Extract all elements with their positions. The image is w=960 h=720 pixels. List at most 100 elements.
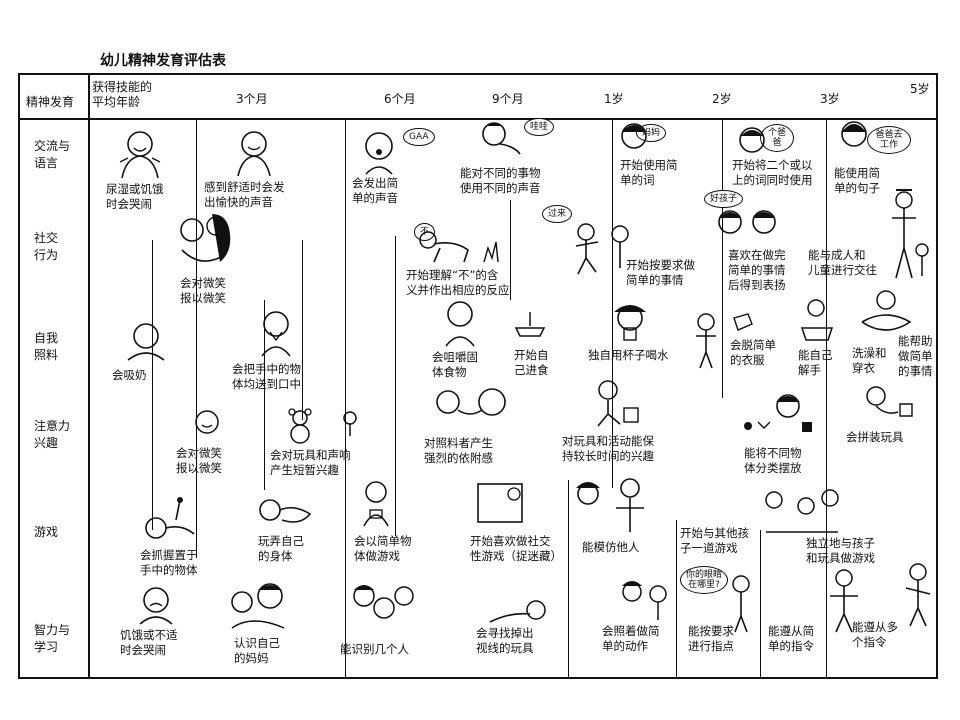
age-5y: 5岁 [910, 82, 930, 96]
boy-words-illustration [736, 124, 768, 158]
imitation-illustration [572, 478, 648, 538]
multi-instruction-illustration [900, 562, 936, 628]
adult-child-illustration [884, 188, 932, 284]
praised-children-illustration [716, 206, 786, 240]
caption-self-feed: 开始自己进食 [514, 348, 549, 377]
age-3y: 3岁 [820, 92, 840, 106]
age-2y: 2岁 [712, 92, 732, 106]
caption-simple-sounds: 会发出简单的声音 [352, 176, 398, 205]
caption-brief-interest: 会对玩具和声响产生短暂兴趣 [270, 448, 351, 477]
potty-illustration [796, 298, 840, 342]
caption-search-toy: 会寻找掉出视线的玩具 [476, 626, 534, 655]
bathing-illustration [856, 288, 916, 338]
cup-drinking-illustration [610, 304, 650, 348]
undressing-illustration [690, 310, 756, 370]
speech-bubble: 过来 [542, 205, 573, 223]
chart-frame [18, 73, 938, 679]
range-line [395, 236, 396, 536]
caption-likes-praise: 喜欢在做完简单的事情后得到表扬 [728, 248, 786, 292]
chewing-baby-illustration [440, 298, 480, 347]
age-header-first: 获得技能的平均年龄 [92, 80, 153, 109]
caption-sorting: 能将不同物体分类摆放 [744, 446, 802, 475]
caption-undress: 会脱简单的衣服 [730, 338, 776, 367]
caption-cup-drinking: 独自用杯子喝水 [588, 348, 669, 362]
caption-chew-solids: 会咀嚼固体食物 [432, 350, 478, 379]
caption-understand-no: 开始理解“不”的含义并作出相应的反应 [406, 268, 510, 297]
range-line [676, 520, 677, 679]
row-label-attention: 注意力兴趣 [34, 419, 71, 450]
caption-helps-chores: 能帮助做简单的事情 [898, 334, 933, 378]
caption-follow-requests: 开始按要求做简单的事情 [626, 258, 695, 287]
range-line [760, 530, 761, 679]
speech-bubble: 哇哇 [524, 118, 555, 136]
range-line [196, 118, 197, 558]
speech-bubble: 好孩子 [704, 190, 744, 208]
speech-bubble: 个爸爸 [760, 124, 794, 152]
row-label-selfcare: 自我照料 [34, 331, 59, 362]
group-play-illustration [762, 486, 842, 536]
caption-hunger-cry: 饥饿或不适时会哭闹 [120, 628, 178, 657]
header-label: 精神发育 [26, 95, 75, 109]
toy-play-illustration [588, 378, 642, 428]
crying-baby-illustration [118, 128, 162, 180]
speech-bubble: 你的眼睛在哪里? [680, 566, 728, 594]
mother-recognition-illustration [228, 582, 288, 630]
toddler-talking-illustration [476, 120, 526, 160]
caption-object-play: 会以简单物体做游戏 [354, 534, 412, 563]
age-1y: 1岁 [604, 92, 624, 106]
caption-imitation: 能模仿他人 [582, 540, 640, 554]
caption-suckling: 会吸奶 [112, 368, 147, 382]
caption-know-mother: 认识自己的妈妈 [234, 636, 280, 665]
babbling-baby-illustration [362, 130, 396, 175]
speech-bubble: GAA [403, 128, 435, 146]
range-line [612, 118, 613, 488]
caption-hand-to-mouth: 会把手中的物体均送到口中 [232, 362, 301, 391]
caption-cry-wet: 尿湿或饥饿时会哭闹 [106, 182, 164, 211]
caption-first-words: 开始使用简单的词 [620, 158, 678, 187]
baby-mouthing-illustration [258, 308, 294, 357]
caption-sustained-interest: 对玩具和活动能保持较长时间的兴趣 [562, 434, 654, 463]
range-line [302, 240, 303, 420]
walking-toddler-illustration [568, 222, 632, 276]
hungry-baby-illustration [136, 584, 176, 625]
sorting-objects-illustration [740, 392, 820, 438]
girl-sentence-illustration [838, 118, 870, 152]
grasping-baby-illustration [140, 494, 200, 544]
range-line [345, 118, 346, 679]
object-play-illustration [358, 480, 394, 527]
caption-pointing: 能按要求进行指点 [688, 624, 734, 653]
girl-first-words-illustration [618, 120, 652, 156]
pointing-child-illustration [726, 574, 756, 634]
age-3m: 3个月 [236, 92, 268, 106]
age-9m: 9个月 [492, 92, 524, 106]
searching-baby-illustration [486, 596, 546, 630]
row-label-learning: 智力与学习 [34, 623, 71, 654]
caption-attention-smile: 会对微笑报以微笑 [176, 446, 222, 475]
range-line [722, 118, 723, 398]
peekaboo-box-icon [474, 480, 526, 526]
caption-simple-instruction: 能遵从简单的指令 [768, 624, 814, 653]
attachment-illustration [430, 386, 510, 432]
caption-toileting: 能自己解手 [798, 348, 833, 377]
caption-interacts-others: 能与成人和儿童进行交往 [808, 248, 877, 277]
rattle-icon [338, 410, 362, 438]
page-title: 幼儿精神发育评估表 [100, 53, 226, 69]
caption-social-smile: 会对微笑报以微笑 [180, 276, 226, 305]
row-label-social: 社交行为 [34, 231, 59, 262]
caption-independent-play: 独立地与孩子和玩具做游戏 [806, 536, 875, 565]
range-line [264, 300, 265, 490]
puzzle-toy-illustration [862, 384, 916, 426]
caption-attachment: 对照料者产生强烈的依附感 [424, 436, 493, 465]
caption-play-together: 开始与其他孩子一道游戏 [680, 526, 749, 555]
caption-social-games: 开始喜欢做社交性游戏（捉迷藏） [470, 534, 562, 563]
header-divider [18, 118, 938, 120]
caption-puzzle: 会拼装玩具 [846, 430, 904, 444]
label-column-divider [88, 73, 90, 679]
caption-bath-dress: 洗澡和穿衣 [852, 346, 887, 375]
caption-different-sounds: 能对不同的事物使用不同的声音 [460, 166, 541, 195]
caption-body-play: 玩弄自己的身体 [258, 534, 304, 563]
following-instruction-illustration [826, 568, 862, 634]
caption-two-words: 开始将二个或以上的词同时使用 [732, 158, 813, 187]
mother-baby-illustration [176, 210, 240, 266]
range-line [510, 200, 511, 300]
